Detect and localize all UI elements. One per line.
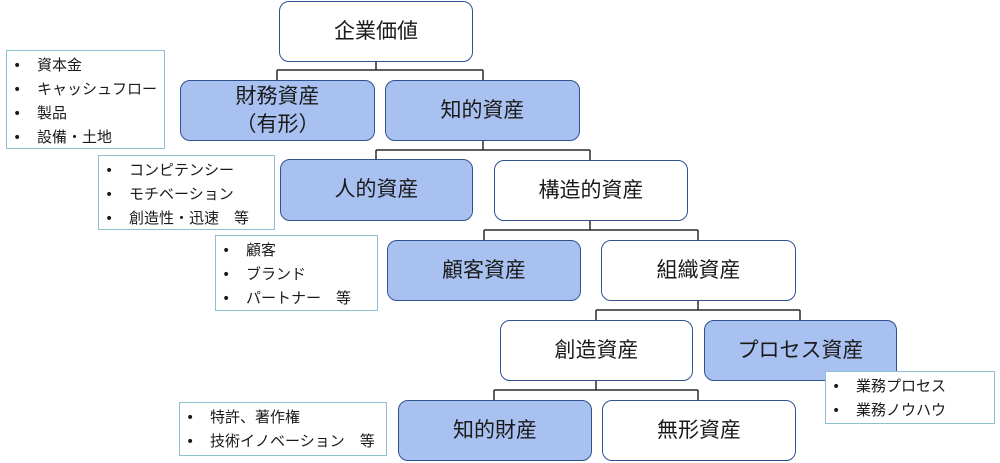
note-item: •ブランド — [222, 265, 307, 283]
note-item: •創造性・迅速 等 — [105, 209, 250, 227]
node-financial-assets[interactable]: 財務資産 （有形） — [180, 80, 375, 141]
node-intellectual-property[interactable]: 知的財産 — [398, 400, 592, 461]
node-structural-assets[interactable]: 構造的資産 — [494, 160, 688, 221]
note-item: •パートナー 等 — [222, 289, 352, 307]
note-process: •業務プロセス •業務ノウハウ — [825, 371, 995, 424]
note-item: •資本金 — [13, 56, 83, 74]
note-item: •顧客 — [222, 241, 277, 259]
node-intangible-assets[interactable]: 無形資産 — [602, 400, 796, 461]
note-item: •業務プロセス — [832, 377, 947, 395]
note-human: •コンピテンシー •モチベーション •創造性・迅速 等 — [98, 155, 275, 230]
note-item: •技術イノベーション 等 — [186, 432, 375, 450]
note-customer: •顧客 •ブランド •パートナー 等 — [215, 235, 378, 311]
note-item: •設備・土地 — [13, 128, 113, 146]
node-enterprise-value[interactable]: 企業価値 — [279, 1, 473, 62]
note-intellectual-property: •特許、著作権 •技術イノベーション 等 — [179, 402, 387, 456]
note-item: •製品 — [13, 104, 68, 122]
note-item: •モチベーション — [105, 185, 234, 203]
node-process-assets[interactable]: プロセス資産 — [704, 320, 897, 381]
node-human-assets[interactable]: 人的資産 — [280, 159, 473, 221]
note-item: •コンピテンシー — [105, 161, 235, 179]
note-item: •業務ノウハウ — [832, 401, 947, 419]
note-item: •特許、著作権 — [186, 408, 301, 426]
node-creative-assets[interactable]: 創造資産 — [500, 320, 693, 381]
note-item: •キャッシュフロー — [13, 80, 158, 98]
node-intellectual-assets[interactable]: 知的資産 — [385, 80, 580, 141]
node-organizational-assets[interactable]: 組織資産 — [601, 240, 796, 301]
node-customer-assets[interactable]: 顧客資産 — [387, 240, 581, 301]
note-financial: •資本金 •キャッシュフロー •製品 •設備・土地 — [6, 50, 165, 149]
